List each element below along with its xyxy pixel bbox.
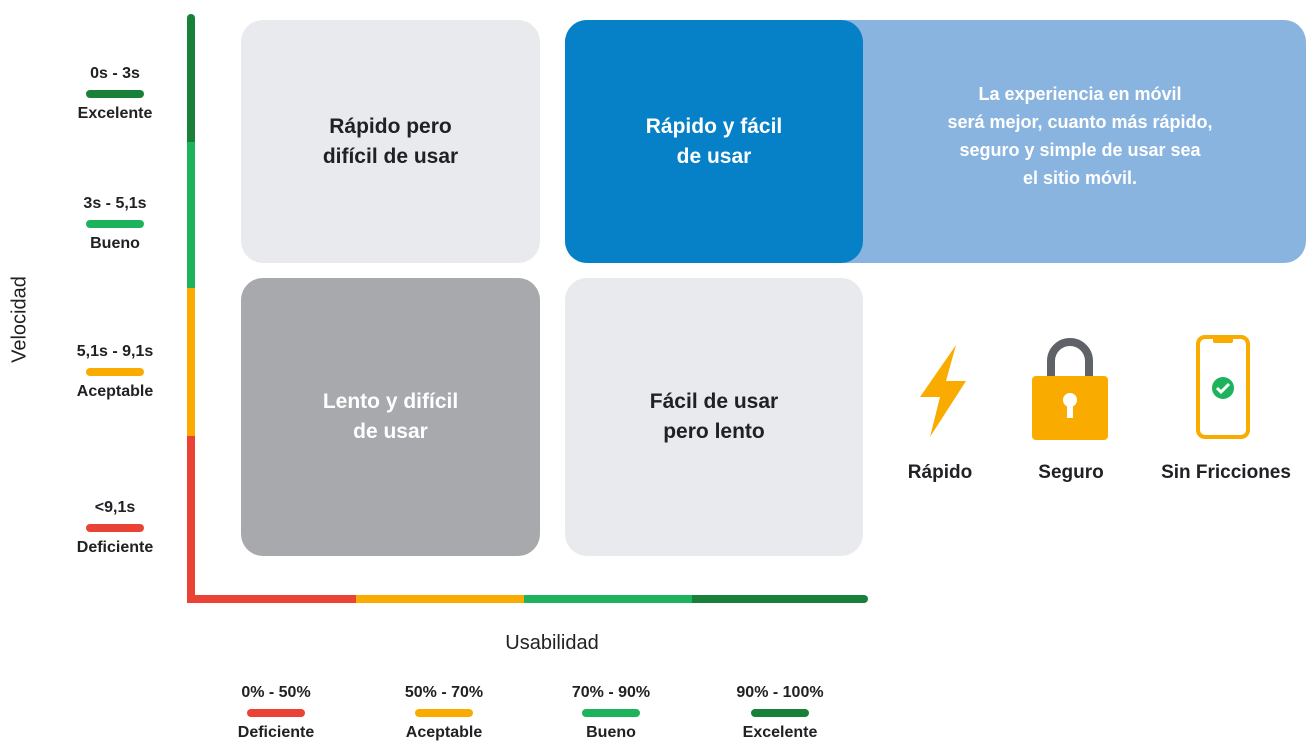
x-axis-segment-bueno: [524, 595, 692, 603]
summary-banner-text: La experiencia en móvil será mejor, cuan…: [947, 84, 1213, 188]
quadrant-label: Lento y difícil de usar: [322, 390, 459, 443]
phone-check-icon: [1195, 334, 1251, 440]
speed-label: Aceptable: [76, 383, 154, 400]
usability-label: Excelente: [742, 724, 818, 741]
usability-color-bar: [247, 709, 305, 717]
speed-level-aceptable: 5,1s - 9,1s Aceptable: [56, 342, 174, 402]
feature-label-rapido: Rápido: [907, 462, 973, 483]
quadrant-slow-hard: Lento y difícil de usar: [241, 278, 540, 556]
speed-color-bar: [86, 90, 144, 98]
usability-label: Bueno: [586, 724, 636, 741]
speed-level-excelente: 0s - 3s Excelente: [56, 64, 174, 124]
speed-label: Bueno: [90, 235, 140, 252]
usability-range: 90% - 100%: [736, 684, 824, 701]
padlock-icon: [1030, 336, 1110, 440]
feature-label-seguro: Seguro: [1038, 462, 1104, 483]
quadrant-easy-slow: Fácil de usar pero lento: [565, 278, 863, 556]
y-axis-title: Velocidad: [8, 276, 31, 363]
feature-label-sin-fricciones: Sin Fricciones: [1161, 462, 1291, 483]
quadrant-label: Fácil de usar pero lento: [649, 390, 779, 443]
usability-range: 0% - 50%: [241, 684, 311, 701]
usability-level-excelente: 90% - 100% Excelente: [710, 683, 850, 743]
speed-range: 0s - 3s: [90, 65, 140, 82]
y-axis-segment-excelente: [187, 14, 195, 142]
x-axis-segment-excelente: [692, 595, 868, 603]
speed-color-bar: [86, 524, 144, 532]
speed-range: 3s - 5,1s: [83, 195, 147, 212]
speed-color-bar: [86, 368, 144, 376]
speed-label: Deficiente: [76, 539, 154, 556]
y-axis-segment-bueno: [187, 142, 195, 288]
speed-range: 5,1s - 9,1s: [76, 343, 154, 360]
usability-label: Aceptable: [405, 724, 483, 741]
y-axis-segment-deficiente: [187, 436, 195, 603]
quadrant-label: Rápido pero difícil de usar: [322, 114, 459, 168]
usability-range: 70% - 90%: [571, 684, 651, 701]
x-axis-title: Usabilidad: [505, 632, 599, 654]
speed-level-bueno: 3s - 5,1s Bueno: [56, 194, 174, 254]
quadrant-fast-hard: Rápido pero difícil de usar: [241, 20, 540, 263]
quadrant-label: Rápido y fácil de usar: [645, 114, 783, 168]
usability-range: 50% - 70%: [404, 684, 484, 701]
speed-color-bar: [86, 220, 144, 228]
usability-color-bar: [582, 709, 640, 717]
quadrant-fast-easy: Rápido y fácil de usar: [565, 20, 863, 263]
usability-label: Deficiente: [237, 724, 315, 741]
usability-level-aceptable: 50% - 70% Aceptable: [374, 683, 514, 743]
x-axis-segment-deficiente: [187, 595, 356, 603]
usability-color-bar: [415, 709, 473, 717]
x-axis-segment-aceptable: [356, 595, 524, 603]
lightning-bolt-icon: [918, 345, 968, 437]
speed-level-deficiente: <9,1s Deficiente: [56, 498, 174, 558]
usability-level-deficiente: 0% - 50% Deficiente: [206, 683, 346, 743]
speed-range: <9,1s: [94, 499, 136, 516]
usability-color-bar: [751, 709, 809, 717]
speed-label: Excelente: [77, 105, 153, 122]
usability-level-bueno: 70% - 90% Bueno: [541, 683, 681, 743]
y-axis-segment-aceptable: [187, 288, 195, 436]
